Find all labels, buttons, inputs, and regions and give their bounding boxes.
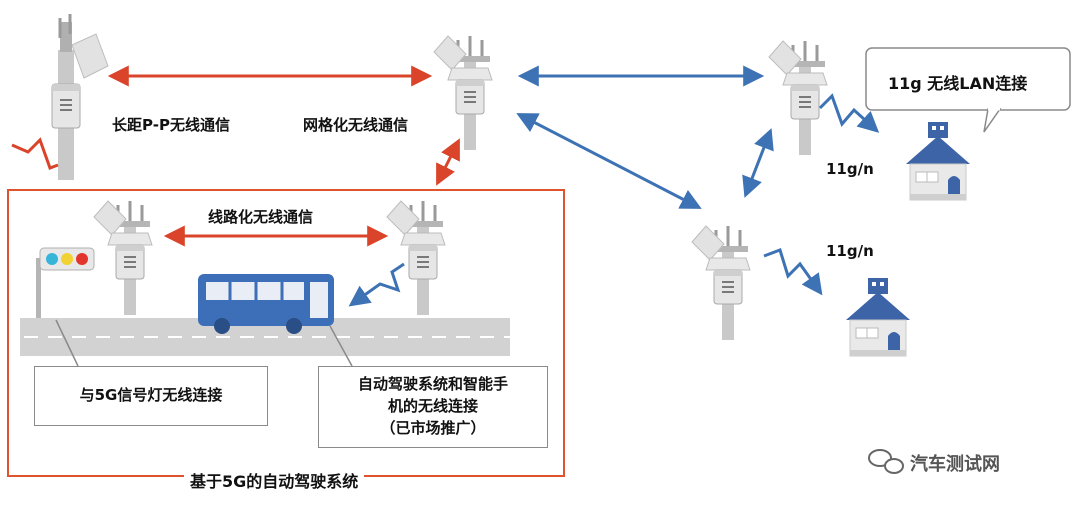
antenna-station-icon (690, 224, 752, 342)
wireless-zigzag (348, 262, 405, 307)
signal-callout-text: 与5G信号灯无线连接 (79, 386, 223, 404)
wireless-zigzag (818, 93, 880, 133)
phone-callout-line2: 机的无线连接 (387, 397, 478, 415)
long-range-label: 长距P-P无线通信 (112, 116, 230, 134)
watermark: 汽车测试网 (910, 454, 1000, 475)
antenna-station-icon (92, 199, 154, 317)
bus-icon (198, 274, 334, 334)
mesh-label: 网格化无线通信 (303, 116, 409, 134)
house-icon (845, 277, 911, 357)
link-label-lower: 11g/n (826, 242, 874, 260)
callout-line (329, 325, 353, 367)
wireless-zigzag (763, 248, 823, 296)
signal-callout-box: 与5G信号灯无线连接 (34, 366, 268, 426)
antenna-station-icon (432, 34, 494, 152)
wechat-icon (868, 449, 904, 474)
callout-line (55, 319, 79, 367)
linear-label: 线路化无线通信 (208, 208, 314, 226)
link-label-upper: 11g/n (826, 160, 874, 178)
mesh-to-linear-arrow (436, 138, 460, 186)
phone-callout-box: 自动驾驶系统和智能手 机的无线连接 （已市场推广） (318, 366, 548, 448)
mesh-arrow-vertical (742, 128, 774, 198)
antenna-station-icon (767, 39, 829, 157)
antenna-station-icon (51, 14, 109, 180)
lan-bubble-label: 11g 无线LAN连接 (888, 74, 1028, 93)
speech-bubble-icon (865, 47, 1071, 133)
region-title: 基于5G的自动驾驶系统 (184, 468, 365, 492)
phone-callout-line1: 自动驾驶系统和智能手 (357, 375, 508, 393)
phone-callout-line3: （已市场推广） (380, 419, 486, 437)
mesh-arrow-diagonal (516, 113, 702, 209)
house-icon (905, 121, 971, 201)
antenna-station-icon (385, 199, 447, 317)
long-range-signal (11, 137, 59, 170)
traffic-light-icon (36, 247, 95, 318)
